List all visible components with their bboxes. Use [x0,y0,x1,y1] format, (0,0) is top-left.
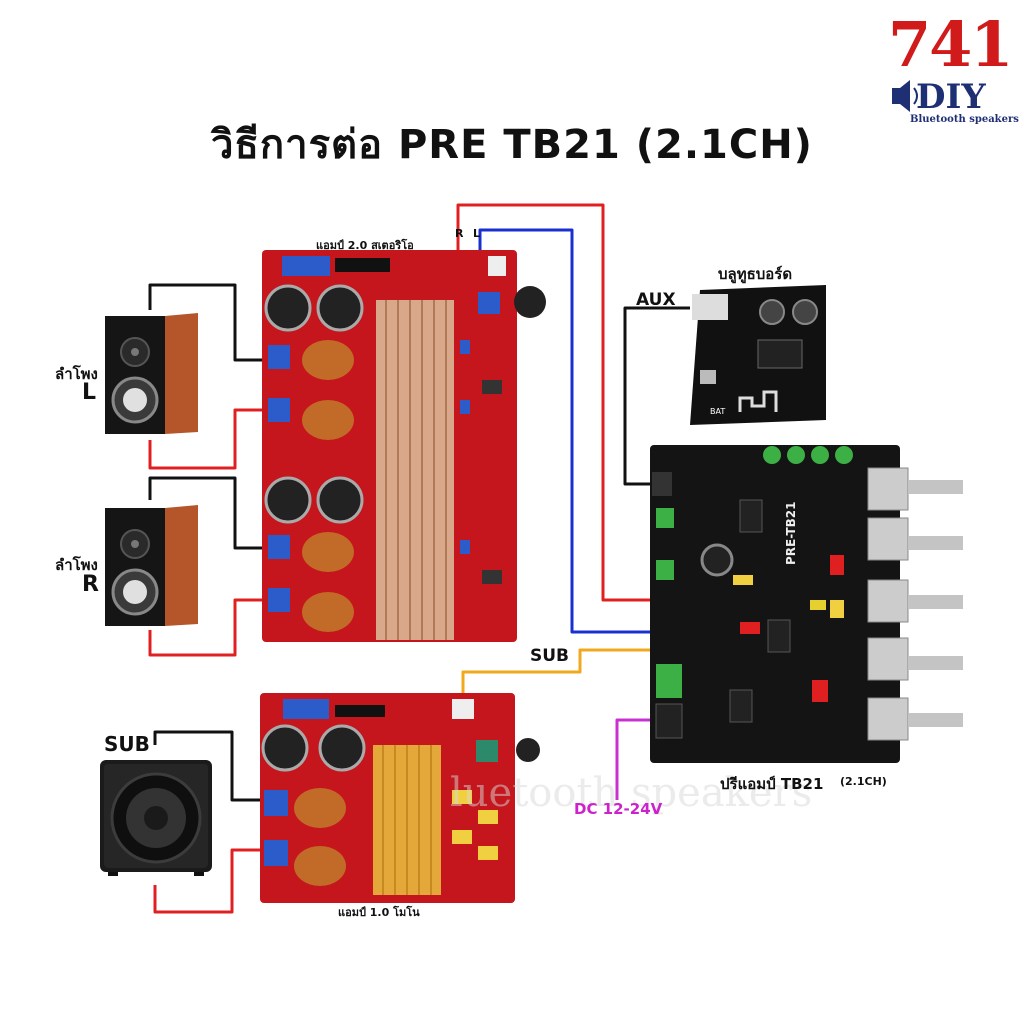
label-bluetooth: บลูทูธบอร์ด [718,265,793,283]
speaker-sub [100,760,212,876]
amp-stereo-board [262,250,546,642]
wire-l-blue [478,228,664,634]
label-preamp: ปรีแอมป์ TB21 [720,775,824,793]
label-amp-mono: แอมป์ 1.0 โมโน [338,906,420,919]
wire-aux-black [623,306,690,486]
label-sub-line: SUB [530,646,570,666]
label-l: L [473,227,480,240]
watermark-text: luetooth speakers [450,770,813,816]
wires [148,203,690,914]
amp-mono-board [260,693,540,903]
wire-sub-orange [461,648,664,700]
wire-right-black [148,476,268,550]
speaker-left-label: ลำโพง [55,365,98,383]
logo-brand: DIY [916,77,986,117]
page-title: วิธีการต่อ PRE TB21 (2.1CH) [211,122,813,168]
speaker-sub-label: SUB [104,732,150,756]
preamp-board: PRE-TB21 [650,445,963,763]
label-amp-stereo: แอมป์ 2.0 สเตอริโอ [316,239,414,252]
wire-right-red [148,598,268,657]
label-preamp-ch: (2.1CH) [840,775,887,788]
wire-left-black [148,283,268,362]
logo-tagline: Bluetooth speakers [910,114,1019,125]
bluetooth-board: BAT [690,285,826,425]
wire-sub-black [153,730,268,802]
wire-left-red [148,408,268,470]
preamp-model-text: PRE-TB21 [784,502,798,565]
speaker-right [105,505,198,626]
speaker-right-label: ลำโพง [55,556,98,574]
bt-bat-text: BAT [710,407,725,416]
wire-dc-purple [615,718,660,800]
logo-number: 741 [888,8,1013,81]
label-r: R [455,227,464,240]
speaker-right-channel: R [82,572,99,597]
label-dc: DC 12-24V [574,800,663,818]
label-aux: AUX [636,290,676,310]
wire-sub-red [153,848,268,914]
wire-r-red [456,203,664,602]
speaker-left-channel: L [82,380,97,405]
speaker-left [105,313,198,434]
logo-speaker-icon [892,80,918,112]
